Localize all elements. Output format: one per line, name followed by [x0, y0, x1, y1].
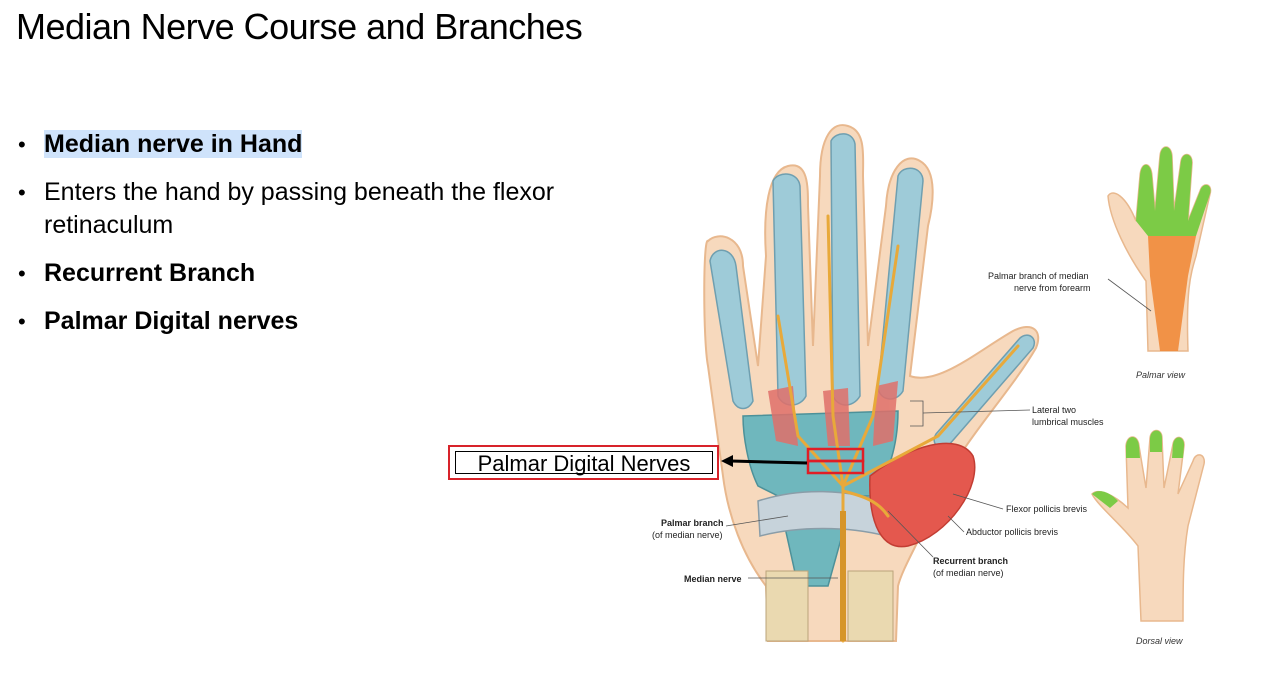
bullet-item: • Recurrent Branch	[18, 257, 618, 290]
bullet-dot-icon: •	[18, 261, 26, 286]
bullet-text: Palmar Digital nerves	[44, 307, 299, 335]
bullet-text: Median nerve in Hand	[44, 130, 303, 158]
lumbrical-muscles	[768, 381, 898, 446]
bullet-item: • Median nerve in Hand	[18, 128, 618, 161]
label-dorsal-view: Dorsal view	[1136, 636, 1183, 646]
label-recurrent-branch: Recurrent branch	[933, 556, 1008, 566]
label-recurrent-branch-sub: (of median nerve)	[933, 568, 1004, 578]
label-palmar-view: Palmar view	[1136, 370, 1186, 380]
palmar-territory-orange	[1148, 236, 1196, 351]
label-lateral-lumbricals-2: lumbrical muscles	[1032, 417, 1104, 427]
bullet-text: Recurrent Branch	[44, 259, 256, 287]
label-palmar-branch-forearm-2: nerve from forearm	[1014, 283, 1091, 293]
forearm-bone	[847, 570, 894, 642]
bullet-dot-icon: •	[18, 180, 26, 205]
slide-title: Median Nerve Course and Branches	[16, 6, 583, 47]
palmar-view-inset: Palmar branch of median nerve from forea…	[988, 146, 1212, 380]
label-lateral-lumbricals: Lateral two	[1032, 405, 1076, 415]
main-hand-labels: Palmar branch (of median nerve) Median n…	[652, 400, 1104, 584]
label-median-nerve: Median nerve	[684, 574, 742, 584]
callout-arrow-icon	[721, 455, 808, 467]
bullet-dot-icon: •	[18, 309, 26, 334]
dorsal-view-inset: Dorsal view	[1091, 429, 1205, 646]
callout-label: Palmar Digital Nerves	[455, 451, 713, 476]
label-palmar-branch-forearm: Palmar branch of median	[988, 271, 1089, 281]
bullet-dot-icon: •	[18, 132, 26, 157]
palmar-territory-green	[1136, 147, 1211, 236]
dorsal-view-hand	[1091, 429, 1205, 622]
highlight-boxes	[806, 447, 865, 475]
forearm-bone	[765, 570, 809, 642]
label-palmar-branch: Palmar branch	[661, 518, 724, 528]
bullet-list: • Median nerve in Hand • Enters the hand…	[18, 128, 618, 353]
bullet-text: Enters the hand by passing beneath the f…	[44, 178, 555, 239]
label-abductor-pollicis-brevis: Abductor pollicis brevis	[966, 527, 1059, 537]
tendon-little-finger	[709, 249, 754, 410]
tendon-ring-finger	[772, 173, 807, 406]
label-flexor-pollicis-brevis: Flexor pollicis brevis	[1006, 504, 1088, 514]
callout-box: Palmar Digital Nerves	[448, 445, 719, 480]
hand-anatomy-figure: Palmar branch (of median nerve) Median n…	[652, 124, 1212, 646]
dorsal-territory-green	[1092, 430, 1185, 508]
main-hand-illustration	[703, 124, 1040, 643]
thenar-muscles	[869, 442, 976, 548]
bullet-item: • Enters the hand by passing beneath the…	[18, 176, 618, 242]
label-palmar-branch-sub: (of median nerve)	[652, 530, 723, 540]
bullet-item: • Palmar Digital nerves	[18, 305, 618, 338]
tendon-middle-finger	[830, 133, 861, 406]
